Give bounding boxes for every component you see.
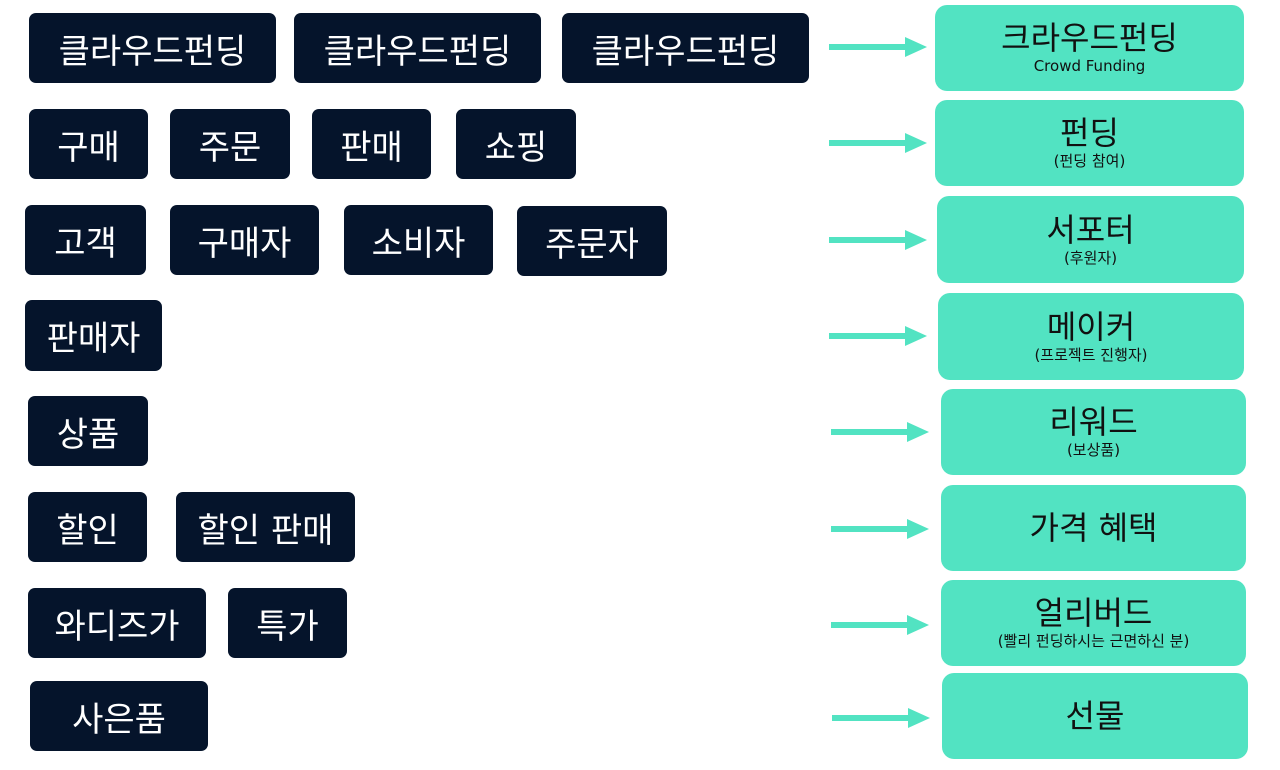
arrow-right-icon: [831, 422, 931, 442]
arrow-right-icon: [831, 519, 931, 539]
replacement-term-box: 서포터 (후원자): [937, 196, 1244, 283]
term-box: 할인 판매: [176, 492, 355, 562]
replacement-term-box: 얼리버드 (빨리 펀딩하시는 근면하신 분): [941, 580, 1246, 666]
replacement-term-box: 메이커 (프로젝트 진행자): [938, 293, 1244, 380]
replacement-term: 크라우드펀딩: [1001, 19, 1178, 57]
term-box: 주문: [170, 109, 290, 179]
replacement-term-note: (프로젝트 진행자): [1034, 345, 1148, 364]
term-box: 주문자: [517, 206, 667, 276]
term-box: 구매: [29, 109, 148, 179]
replacement-term-note: Crowd Funding: [1033, 57, 1146, 75]
term-box: 판매: [312, 109, 431, 179]
term-box: 특가: [228, 588, 347, 658]
term-box: 클라우드펀딩: [562, 13, 809, 83]
term-box: 소비자: [344, 205, 493, 275]
arrow-right-icon: [829, 326, 929, 346]
arrow-right-icon: [829, 37, 929, 57]
arrow-right-icon: [829, 230, 929, 250]
term-box: 할인: [28, 492, 147, 562]
term-box: 와디즈가: [28, 588, 206, 658]
replacement-term: 리워드: [1049, 403, 1138, 441]
term-box: 클라우드펀딩: [29, 13, 276, 83]
arrow-right-icon: [829, 133, 929, 153]
replacement-term-box: 가격 혜택: [941, 485, 1246, 571]
replacement-term-note: (보상품): [1066, 441, 1121, 459]
replacement-term: 메이커: [1046, 307, 1136, 346]
replacement-term-box: 리워드 (보상품): [941, 389, 1246, 475]
term-box: 상품: [28, 396, 148, 466]
term-box: 클라우드펀딩: [294, 13, 541, 83]
term-box: 쇼핑: [456, 109, 576, 179]
term-box: 판매자: [25, 300, 162, 371]
replacement-term: 가격 혜택: [1029, 509, 1158, 547]
replacement-term: 서포터: [1046, 210, 1135, 249]
replacement-term: 얼리버드: [1034, 594, 1153, 632]
term-box: 고객: [25, 205, 146, 275]
replacement-term-note: (후원자): [1063, 248, 1118, 267]
term-box: 사은품: [30, 681, 208, 751]
replacement-term-box: 크라우드펀딩 Crowd Funding: [935, 5, 1244, 91]
arrow-right-icon: [831, 615, 931, 635]
term-box: 구매자: [170, 205, 319, 275]
replacement-term-box: 선물: [942, 673, 1248, 759]
replacement-term: 펀딩: [1060, 114, 1119, 152]
arrow-right-icon: [832, 708, 932, 728]
replacement-term-note: (펀딩 참여): [1053, 152, 1126, 170]
replacement-term: 선물: [1065, 697, 1125, 735]
replacement-term-box: 펀딩 (펀딩 참여): [935, 100, 1244, 186]
replacement-term-note: (빨리 펀딩하시는 근면하신 분): [997, 632, 1190, 650]
